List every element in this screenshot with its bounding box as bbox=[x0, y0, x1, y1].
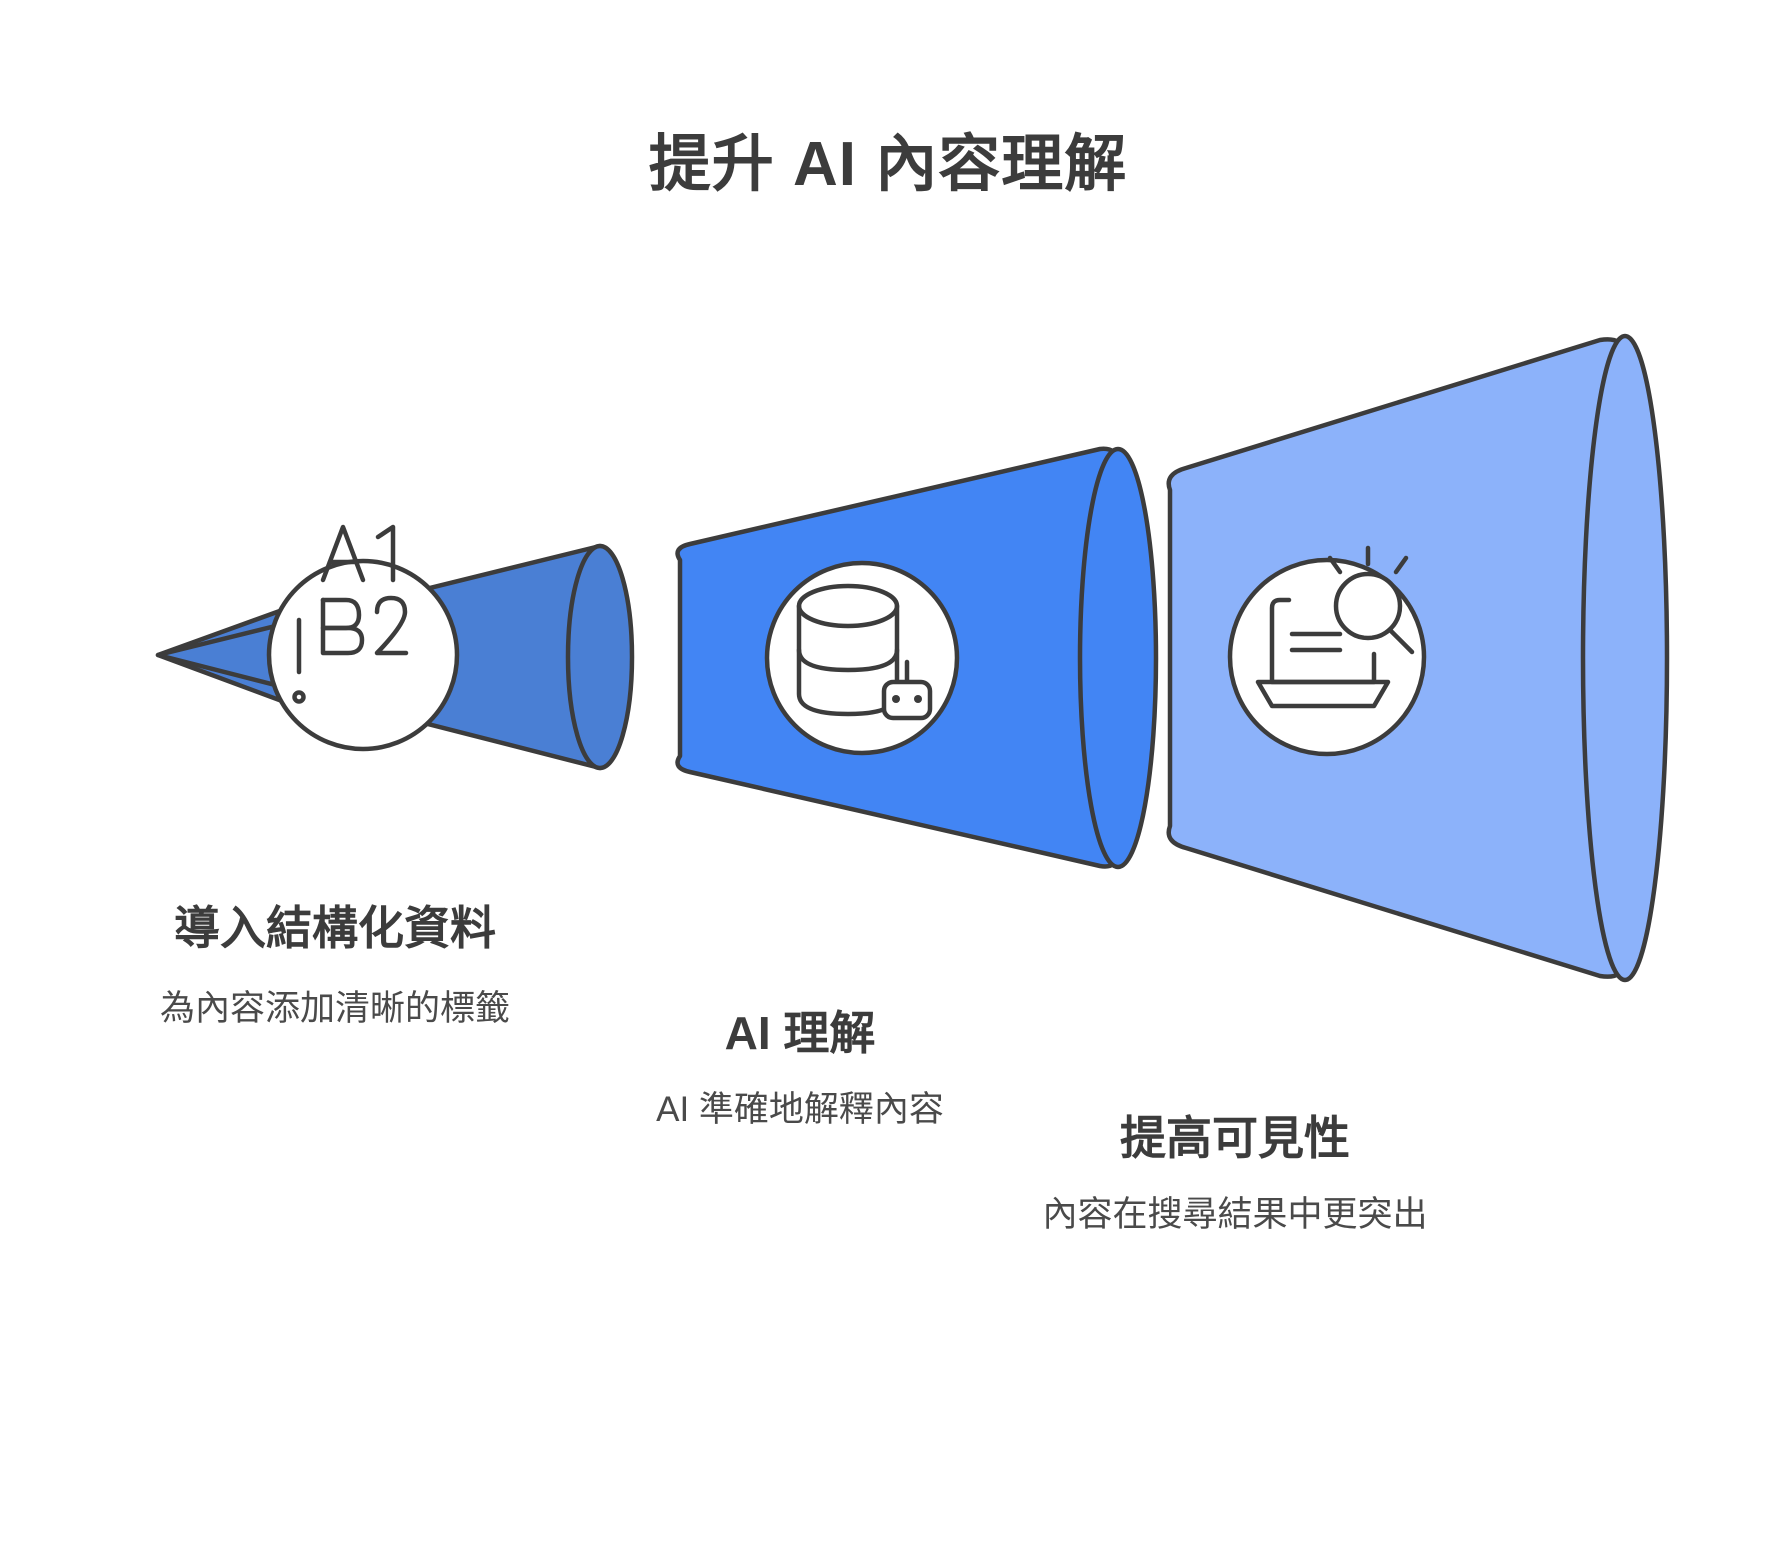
laptop-icon bbox=[1255, 597, 1391, 709]
robot-plug-icon bbox=[881, 659, 933, 721]
stage-2-caption: AI 理解 AI 準確地解釋內容 bbox=[590, 1005, 1010, 1134]
magnifier-icon bbox=[1333, 571, 1415, 655]
stage-2-cap bbox=[1077, 446, 1159, 870]
database-icon bbox=[796, 583, 900, 717]
icon-bubble-stage-1[interactable] bbox=[266, 524, 460, 752]
funnel-stage-3[interactable] bbox=[1166, 333, 1670, 983]
page-title: 提升 AI 內容理解 bbox=[648, 130, 1128, 199]
icon-circle-1 bbox=[266, 558, 460, 752]
stage-2-title: AI 理解 bbox=[724, 1007, 876, 1059]
stage-1-tip bbox=[155, 579, 363, 733]
funnel-stage-1[interactable] bbox=[155, 543, 635, 771]
stage-3-cone bbox=[1166, 337, 1628, 979]
stage-3-title: 提高可見性 bbox=[1120, 1112, 1350, 1164]
stage-1-cap bbox=[565, 543, 635, 771]
stage-3-description: 內容在搜尋結果中更突出 bbox=[1042, 1194, 1428, 1234]
sparkle-rays-icon bbox=[1327, 545, 1409, 575]
stage-2-cone bbox=[675, 446, 1121, 869]
icon-circle-2 bbox=[764, 560, 960, 756]
stage-1-caption: 導入結構化資料 為內容添加清晰的標籤 bbox=[120, 900, 550, 1033]
structured-data-list-icon bbox=[292, 524, 409, 704]
stage-3-caption: 提高可見性 內容在搜尋結果中更突出 bbox=[1010, 1110, 1460, 1239]
icon-bubble-stage-2[interactable] bbox=[764, 560, 960, 756]
stage-3-cap bbox=[1580, 333, 1670, 983]
stage-1-title: 導入結構化資料 bbox=[174, 902, 496, 954]
stage-2-description: AI 準確地解釋內容 bbox=[656, 1089, 944, 1129]
stage-1-description: 為內容添加清晰的標籤 bbox=[159, 988, 510, 1028]
stage-1-cone bbox=[155, 543, 603, 771]
funnel-stage-2[interactable] bbox=[675, 446, 1159, 870]
icon-bubble-stage-3[interactable] bbox=[1227, 545, 1427, 757]
icon-circle-3 bbox=[1227, 557, 1427, 757]
